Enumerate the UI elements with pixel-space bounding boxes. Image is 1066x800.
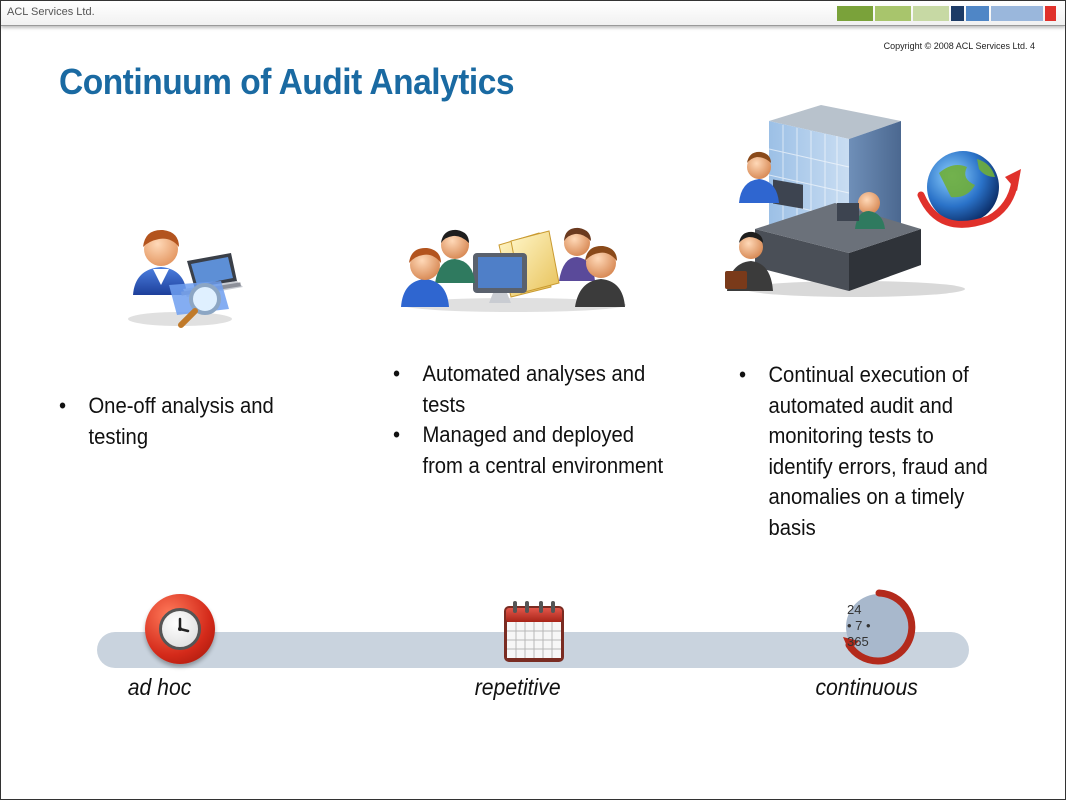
swatch xyxy=(966,6,989,21)
calendar-icon xyxy=(504,601,564,662)
copyright-text: Copyright © 2008 ACL Services Ltd. xyxy=(883,41,1028,51)
team-workstation-icon xyxy=(401,227,626,312)
timeline-label-repetitive: repetitive xyxy=(474,674,561,700)
swatch xyxy=(837,6,873,21)
swatch xyxy=(875,6,911,21)
ring-line: 24 xyxy=(847,602,862,617)
header-bar: ACL Services Ltd. xyxy=(1,1,1065,26)
color-swatches xyxy=(837,6,1056,21)
bullet-item: One-off analysis and testing xyxy=(59,391,307,452)
swatch xyxy=(913,6,949,21)
company-name: ACL Services Ltd. xyxy=(7,6,95,18)
clock-icon xyxy=(145,594,215,664)
timeline-label-ad-hoc: ad hoc xyxy=(127,674,192,700)
ring-line: 365 xyxy=(847,634,869,649)
bullet-list-continuous: Continual execution of automated audit a… xyxy=(739,360,995,543)
page-number: 4 xyxy=(1029,41,1035,51)
slide-title: Continuum of Audit Analytics xyxy=(59,61,515,102)
timeline-label-continuous: continuous xyxy=(815,674,918,700)
bullet-item: Automated analyses and tests xyxy=(393,359,669,420)
clock-hands xyxy=(178,617,190,633)
around-the-clock-icon xyxy=(843,589,916,665)
bullet-list-repetitive: Automated analyses and tests Managed and… xyxy=(393,359,669,481)
clock-face xyxy=(159,608,201,650)
bullet-item: Continual execution of automated audit a… xyxy=(739,360,995,543)
bullet-item: Managed and deployed from a central envi… xyxy=(393,420,669,481)
enterprise-building-icon xyxy=(725,105,1021,297)
swatch xyxy=(1045,6,1056,21)
bullet-list-ad-hoc: One-off analysis and testing xyxy=(59,391,307,452)
swatch xyxy=(951,6,964,21)
ring-text: 24 • 7 • 365 xyxy=(847,602,907,650)
analyst-laptop-icon xyxy=(128,229,243,328)
swatch xyxy=(991,6,1043,21)
copyright-line: Copyright © 2008 ACL Services Ltd. 4 xyxy=(884,41,1035,51)
ring-line: • 7 • xyxy=(847,618,871,633)
